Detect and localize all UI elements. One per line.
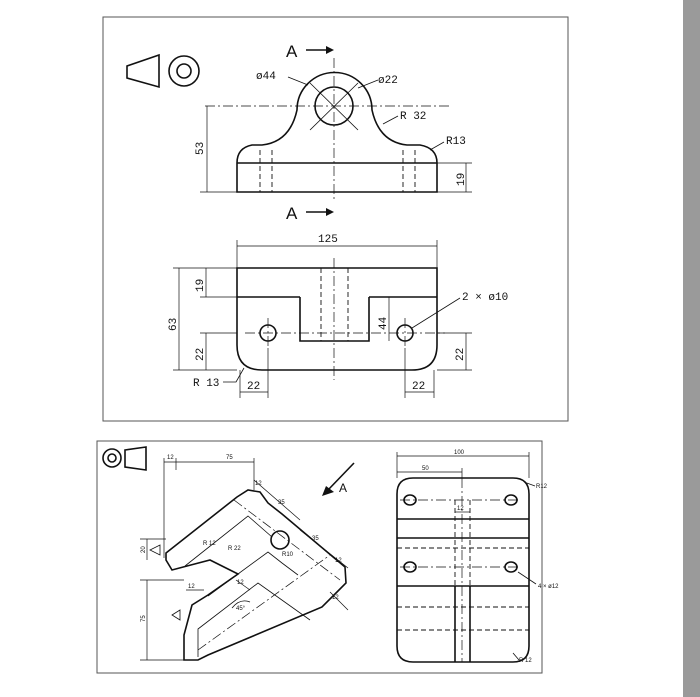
dim-radius-corner: R 13 [193,378,219,390]
dim-height-19-base: 19 [456,173,468,186]
iso-dim-12-a: 12 [255,481,262,487]
section-label-bottom: A [286,204,298,223]
section-label-top: A [286,42,298,61]
iso-dim-12-c: 12 [332,595,339,601]
plan-radius-12: R12 [536,484,548,490]
plan-radius-12-bottom: R 12 [519,658,532,664]
iso-dim-20: 20 [141,546,147,553]
iso-dim-12-top: 12 [167,455,174,461]
plan-dim-100: 100 [454,450,465,456]
dim-22-left: 22 [195,348,207,361]
front-view [200,46,472,216]
plan-view [173,240,472,398]
iso-dim-75-left: 75 [141,615,147,622]
plan-dim-12: 12 [457,506,464,512]
plan-holes-note: 4 × ø12 [538,584,559,590]
first-angle-projection-icon [126,53,200,89]
dim-22-right: 22 [455,348,467,361]
figure-2-frame [96,440,543,674]
iso-angle-45: 45° [236,606,246,612]
plan-view-2 [396,452,537,663]
dim-radius-boss: R 32 [400,111,426,123]
figure-1-bracket: A A ø44 ø22 R 32 R13 53 19 [102,16,569,422]
iso-dim-12-e: 12 [237,580,244,586]
dim-radius-fillet: R13 [446,136,466,148]
figure-2-angle-bracket: A 12 75 12 35 35 12 12 R 12 R 22 R10 20 … [96,440,559,674]
third-angle-projection-icon [102,446,147,471]
iso-dim-75-top: 75 [226,455,233,461]
figure-1-frame [102,16,569,422]
iso-dim-35-a: 35 [278,500,285,506]
dim-height-19-top: 19 [195,279,207,292]
holes-note: 2 × ø10 [462,292,508,304]
dim-22-bottom-left: 22 [247,381,260,393]
dim-width-125: 125 [318,234,338,246]
iso-radius-10: R10 [282,552,294,558]
plan-dim-50: 50 [422,466,429,472]
iso-dim-35-b: 35 [312,536,319,542]
dim-dia-inner: ø22 [378,75,398,87]
dim-height-53: 53 [195,142,207,155]
isometric-view [140,458,355,661]
view-arrow-label: A [339,481,347,495]
iso-dim-12-d: 12 [188,584,195,590]
dim-height-63: 63 [168,318,180,331]
iso-radius-12: R 12 [203,541,216,547]
dim-slot-44: 44 [378,316,390,330]
dim-22-bottom-right: 22 [412,381,425,393]
iso-dim-12-b: 12 [335,558,342,564]
iso-radius-22: R 22 [228,546,241,552]
dim-dia-outer: ø44 [256,71,276,83]
scrollbar-track[interactable] [683,0,700,697]
